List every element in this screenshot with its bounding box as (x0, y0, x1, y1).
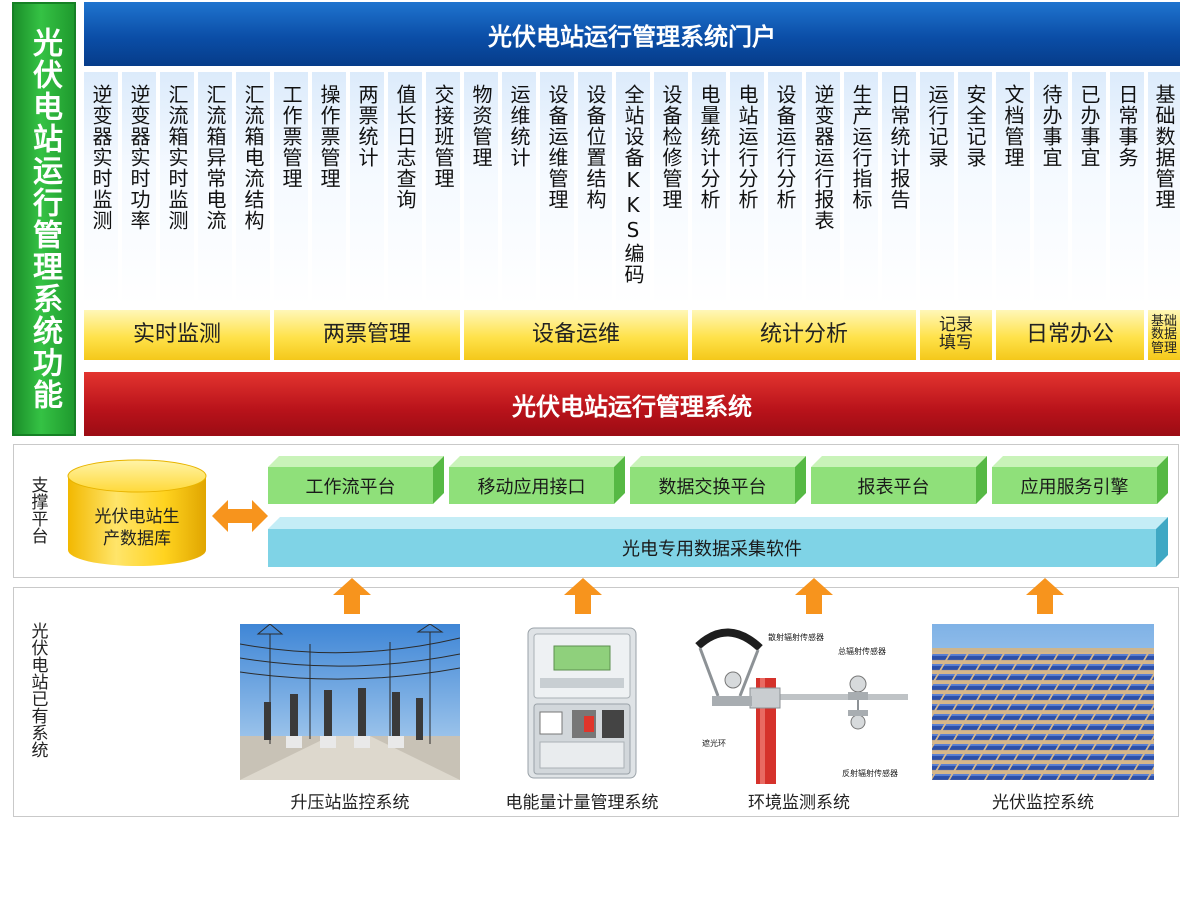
platform-workflow-label: 工作流平台 (305, 476, 396, 498)
func-om-statistics[interactable]: 运维统计 (502, 72, 536, 306)
platform-mobile-api[interactable]: 移动应用接口 (449, 456, 625, 504)
category-office[interactable]: 日常办公 (996, 310, 1144, 360)
category-statistics[interactable]: 统计分析 (692, 310, 916, 360)
environment-sensor-photo: 散射辐射传感器 总辐射传感器 遮光环 反射辐射传感器 (688, 624, 910, 784)
data-collection-label: 光电专用数据采集软件 (622, 539, 802, 560)
func-work-ticket[interactable]: 工作票管理 (274, 72, 308, 306)
platform-app-engine-label: 应用服务引擎 (1020, 476, 1129, 498)
caption-energy-meter: 电能量计量管理系统 (505, 792, 659, 813)
caption-environment: 环境监测系统 (748, 792, 850, 813)
func-combiner-current-structure[interactable]: 汇流箱电流结构 (236, 72, 270, 306)
func-combiner-realtime-monitor[interactable]: 汇流箱实时监测 (160, 72, 194, 306)
category-two-tickets[interactable]: 两票管理 (274, 310, 460, 360)
func-production-index[interactable]: 生产运行指标 (844, 72, 878, 306)
data-collection-software[interactable]: 光电专用数据采集软件 (268, 517, 1168, 567)
platform-workflow[interactable]: 工作流平台 (268, 456, 444, 504)
func-equipment-analysis[interactable]: 设备运行分析 (768, 72, 802, 306)
func-inverter-report[interactable]: 逆变器运行报表 (806, 72, 840, 306)
existing-label: 光伏电站已有系统 (27, 622, 48, 758)
platform-report[interactable]: 报表平台 (811, 456, 987, 504)
func-daily-report[interactable]: 日常统计报告 (882, 72, 916, 306)
func-operation-record[interactable]: 运行记录 (920, 72, 954, 306)
side-title: 光伏电站运行管理系统功能 (27, 27, 62, 411)
caption-pv-monitor: 光伏监控系统 (992, 792, 1094, 813)
up-arrow-icon (333, 578, 371, 614)
func-equipment-repair[interactable]: 设备检修管理 (654, 72, 688, 306)
sensor-label-reflect: 反射辐射传感器 (842, 768, 898, 778)
existing-label-box: 光伏电站已有系统 (26, 622, 48, 782)
support-label: 支撑平台 (27, 476, 48, 544)
energy-meter-photo (520, 624, 644, 780)
portal-header[interactable]: 光伏电站运行管理系统门户 (84, 2, 1180, 66)
platform-data-exchange[interactable]: 数据交换平台 (630, 456, 806, 504)
func-operation-ticket[interactable]: 操作票管理 (312, 72, 346, 306)
func-todo-items[interactable]: 待办事宜 (1034, 72, 1068, 306)
caption-substation: 升压站监控系统 (290, 792, 410, 813)
up-arrow-icon (795, 578, 833, 614)
pv-field-photo (932, 624, 1154, 780)
system-title: 光伏电站运行管理系统 (512, 392, 752, 421)
database-label-box: 光伏电站生产数据库 (66, 504, 208, 552)
up-arrow-icon (1026, 578, 1064, 614)
func-done-items[interactable]: 已办事宜 (1072, 72, 1106, 306)
up-arrow-icon (564, 578, 602, 614)
func-ticket-statistics[interactable]: 两票统计 (350, 72, 384, 306)
func-shift-log-query[interactable]: 值长日志查询 (388, 72, 422, 306)
func-energy-statistics[interactable]: 电量统计分析 (692, 72, 726, 306)
platform-app-engine[interactable]: 应用服务引擎 (992, 456, 1168, 504)
func-inverter-realtime-power[interactable]: 逆变器实时功率 (122, 72, 156, 306)
platform-data-exchange-label: 数据交换平台 (658, 476, 767, 498)
system-bar[interactable]: 光伏电站运行管理系统 (84, 372, 1180, 436)
func-inverter-realtime-monitor[interactable]: 逆变器实时监测 (84, 72, 118, 306)
func-material-management[interactable]: 物资管理 (464, 72, 498, 306)
func-safety-record[interactable]: 安全记录 (958, 72, 992, 306)
func-combiner-abnormal-current[interactable]: 汇流箱异常电流 (198, 72, 232, 306)
category-records[interactable]: 记录填写 (920, 310, 992, 360)
double-arrow-icon (212, 500, 268, 532)
substation-photo (240, 624, 460, 780)
platform-report-label: 报表平台 (857, 476, 930, 498)
func-shift-handover[interactable]: 交接班管理 (426, 72, 460, 306)
func-station-analysis[interactable]: 电站运行分析 (730, 72, 764, 306)
category-maintenance[interactable]: 设备运维 (464, 310, 688, 360)
func-base-data[interactable]: 基础数据管理 (1148, 72, 1180, 306)
portal-title: 光伏电站运行管理系统门户 (488, 22, 776, 51)
func-equipment-om[interactable]: 设备运维管理 (540, 72, 574, 306)
func-equipment-location[interactable]: 设备位置结构 (578, 72, 612, 306)
sensor-label-scatter: 散射辐射传感器 (768, 632, 824, 642)
func-document-management[interactable]: 文档管理 (996, 72, 1030, 306)
side-title-panel: 光伏电站运行管理系统功能 (12, 2, 76, 436)
func-kks-coding[interactable]: 全站设备KKS编码 (616, 72, 650, 306)
func-daily-affairs[interactable]: 日常事务 (1110, 72, 1144, 306)
support-label-box: 支撑平台 (26, 476, 48, 556)
platform-mobile-api-label: 移动应用接口 (477, 476, 586, 498)
database-label: 光伏电站生产数据库 (94, 506, 180, 549)
database-cylinder-icon (67, 459, 207, 566)
sensor-label-total: 总辐射传感器 (838, 646, 886, 656)
category-base-data[interactable]: 基础数据管理 (1148, 310, 1180, 360)
category-realtime[interactable]: 实时监测 (84, 310, 270, 360)
sensor-label-ring: 遮光环 (702, 738, 726, 748)
